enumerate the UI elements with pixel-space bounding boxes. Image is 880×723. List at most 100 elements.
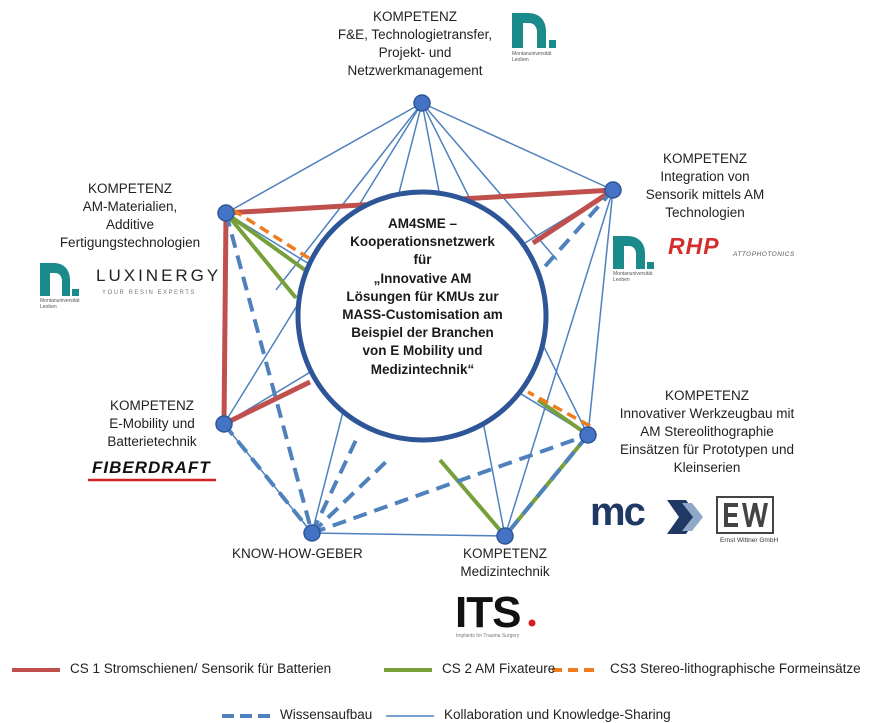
- node-right-heading: KOMPETENZ: [664, 388, 749, 403]
- node-upper-left-line-1: AM-Materialien,: [82, 199, 178, 214]
- cs3-lines: [232, 208, 591, 428]
- center-line-1: AM4SME –: [387, 216, 458, 231]
- legend-kollab-label: Kollaboration und Knowledge-Sharing: [444, 707, 671, 722]
- fiberdraft-logo: FIBERDRAFT: [92, 458, 211, 477]
- cs3-right: [527, 390, 591, 428]
- node-bottom-right-line-1: Medizintechnik: [460, 564, 550, 579]
- cs2-bottomright-center: [438, 458, 507, 538]
- node-top-label: KOMPETENZ F&E, Technologietransfer, Proj…: [315, 8, 515, 80]
- node-left-label: KOMPETENZ E-Mobility und Batterietechnik: [88, 397, 216, 451]
- node-bottom-left: [303, 524, 321, 542]
- node-upper-left-heading: KOMPETENZ: [87, 181, 172, 196]
- center-line-4: „Innovative AM: [373, 270, 472, 286]
- node-left: [215, 415, 233, 433]
- cs1-left-center: [222, 379, 312, 427]
- rhp-logo: RHP: [668, 233, 720, 259]
- node-bottom-left-label: KNOW-HOW-GEBER: [232, 545, 382, 563]
- legend-lines: [12, 668, 600, 718]
- node-bottom-right-label: KOMPETENZ Medizintechnik: [440, 545, 570, 581]
- edge-upperright-bottomright: [504, 189, 614, 537]
- montanuni-logo-right: [613, 236, 654, 269]
- edge-upperright-right: [587, 189, 614, 436]
- node-top-line-2: Projekt- und: [378, 45, 452, 60]
- node-upper-right-line-1: Integration von: [660, 169, 750, 184]
- center-circle: [295, 189, 549, 443]
- node-bottom-right-heading: KOMPETENZ: [462, 546, 547, 561]
- node-upper-right: [604, 181, 622, 199]
- wissen-bottomleft-center2: [310, 456, 392, 535]
- node-top-heading: KOMPETENZ: [372, 9, 457, 24]
- edge-bottomleft-bottomright: [311, 532, 506, 537]
- montanuni-caption-top-1: Montanuniversität: [512, 51, 552, 57]
- node-right-label: KOMPETENZ Innovativer Werkzeugbau mit AM…: [592, 387, 822, 477]
- cs2-lines: [224, 211, 590, 538]
- montanuni-caption-right-2: Leoben: [613, 277, 630, 283]
- its-tagline: Implants for Trauma Surgery: [456, 633, 520, 639]
- legend-cs3-label: CS3 Stereo-lithographische Formeinsätze: [610, 661, 861, 676]
- node-top-line-3: Netzwerkmanagement: [347, 63, 483, 78]
- node-upper-right-line-2: Sensorik mittels AM: [645, 187, 765, 202]
- legend-wissen-label: Wissensaufbau: [280, 707, 373, 722]
- cs1-upperright-center: [531, 187, 615, 246]
- node-upper-left-line-2: Additive: [105, 217, 155, 232]
- node-left-heading: KOMPETENZ: [109, 398, 194, 413]
- cs2-upperleft-a: [224, 211, 307, 272]
- luxinergy-logo: LUXINERGY: [96, 266, 222, 285]
- ew-logo: [716, 496, 774, 534]
- its-logo: ITS: [455, 588, 521, 637]
- montanuni-caption-left-1: Montanuniversität: [40, 298, 80, 304]
- wissen-left-bottomleft: [222, 422, 314, 535]
- wissen-upperright-center: [538, 188, 615, 274]
- cs1-upperleft-left: [221, 212, 229, 425]
- legend-cs1-label: CS 1 Stromschienen/ Sensorik für Batteri…: [70, 661, 332, 676]
- node-top-line-1: F&E, Technologietransfer,: [337, 27, 493, 42]
- montanuni-caption-right: Montanuniversität Leoben: [613, 271, 652, 283]
- node-bottom-left-heading: KNOW-HOW-GEBER: [232, 546, 363, 561]
- edge-top-upperright: [421, 102, 614, 191]
- node-right-line-4: Kleinserien: [673, 460, 741, 475]
- node-top: [413, 94, 431, 112]
- mc-logo: [667, 500, 703, 534]
- center-line-2: Kooperationsnetzwerk: [350, 234, 495, 250]
- luxinergy-tagline: YOUR RESIN EXPERTS: [102, 290, 196, 296]
- wissen-bottomleft-center1: [310, 439, 358, 534]
- rhp-tagline: ATTOPHOTONICS: [733, 251, 795, 258]
- node-upper-right-label: KOMPETENZ Integration von Sensorik mitte…: [620, 150, 790, 222]
- center-title: AM4SME – Kooperationsnetzwerk für „Innov…: [315, 215, 530, 379]
- center-line-9: Medizintechnik“: [370, 361, 475, 377]
- node-bottom-right: [496, 527, 514, 545]
- center-line-6: MASS-Customisation am: [342, 307, 503, 323]
- node-right: [579, 426, 597, 444]
- ew-tagline: Ernst Wittner GmbH: [720, 537, 779, 544]
- mc-logo-text: mc: [590, 490, 646, 534]
- cs3-upperleft: [232, 208, 316, 264]
- node-upper-right-heading: KOMPETENZ: [662, 151, 747, 166]
- nodes: [215, 94, 622, 545]
- node-left-line-1: E-Mobility und: [109, 416, 195, 431]
- node-upper-left: [217, 204, 235, 222]
- cs2-upperleft-b: [224, 211, 298, 300]
- montanuni-logo-top: [512, 13, 556, 48]
- center-line-8: von E Mobility und: [362, 343, 483, 359]
- wissen-lines: [222, 188, 615, 538]
- its-dot: [528, 619, 536, 627]
- node-right-line-2: AM Stereolithographie: [640, 424, 774, 439]
- edge-top-fan2: [421, 102, 558, 261]
- montanuni-caption-top: Montanuniversität Leoben: [512, 51, 551, 63]
- center-line-5: Lösungen für KMUs zur: [346, 288, 499, 304]
- node-left-line-2: Batterietechnik: [107, 434, 197, 449]
- legend-cs2-label: CS 2 AM Fixateure: [442, 661, 556, 676]
- wissen-upperleft-bottomleft: [224, 212, 314, 534]
- center-line-7: Beispiel der Branchen: [351, 325, 494, 341]
- node-upper-right-line-3: Technologien: [665, 205, 745, 220]
- montanuni-caption-left: Montanuniversität Leoben: [40, 298, 79, 310]
- montanuni-caption-right-1: Montanuniversität: [613, 271, 653, 277]
- montanuni-caption-left-2: Leoben: [40, 304, 57, 310]
- cs2-right-center: [536, 398, 590, 437]
- cs2-right-bottomright: [503, 433, 590, 538]
- node-right-line-3: Einsätzen für Prototypen und: [619, 442, 795, 457]
- node-upper-left-line-3: Fertigungstechnologien: [59, 235, 201, 250]
- wissen-bottomleft-right: [311, 433, 589, 535]
- montanuni-logo-left: [40, 263, 79, 296]
